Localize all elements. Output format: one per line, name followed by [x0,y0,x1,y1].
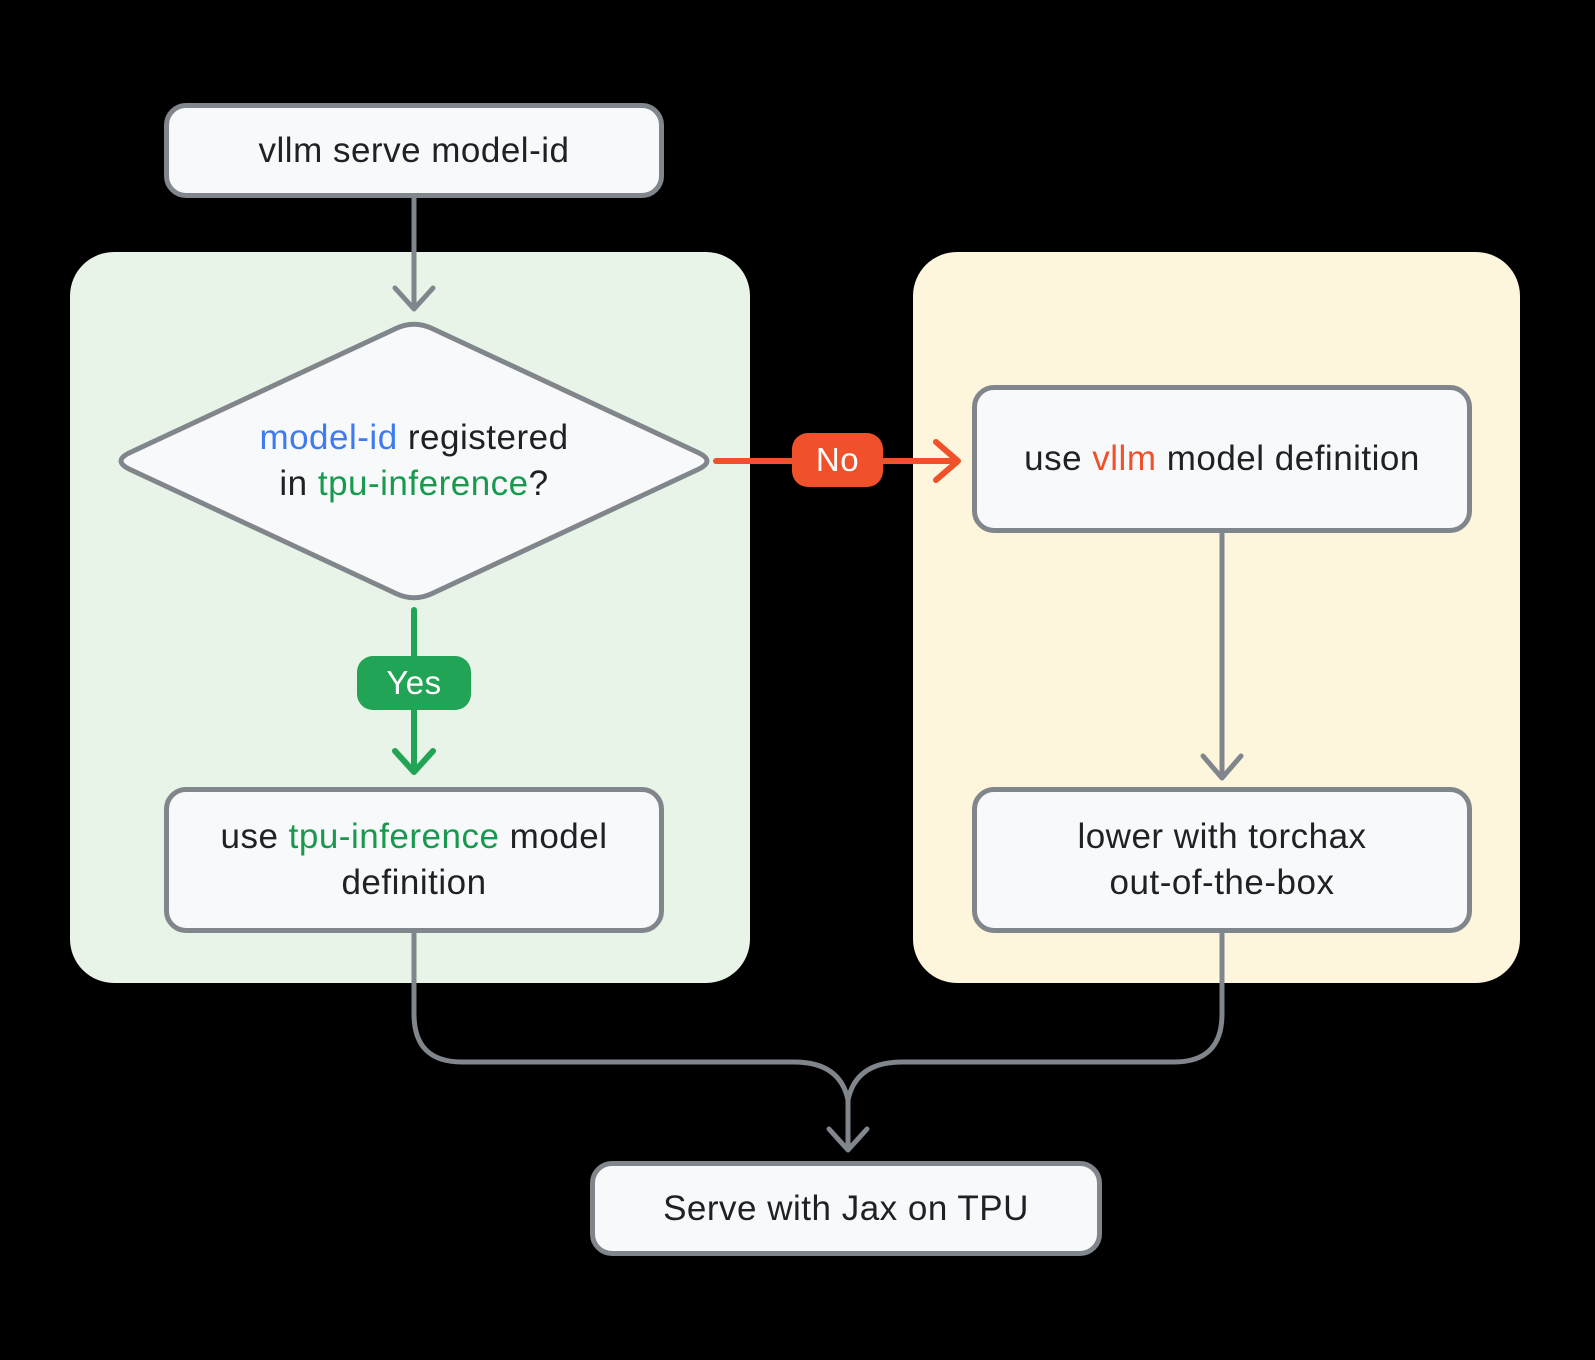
tpu-inference-result-node: use tpu-inference model definition [164,787,664,933]
arrowhead-start-to-decision-icon [392,285,436,312]
model-id-code-text: model-id [259,418,398,457]
torchax-lowering-line2: out-of-the-box [1109,863,1335,902]
start-node: vllm serve model-id [164,103,664,198]
in-text: in [279,464,318,503]
vllm-definition-node: use vllm model definition [972,385,1472,533]
model-text: model [499,817,608,856]
model-definition-text: model definition [1156,439,1420,478]
arrowhead-merge-icon [826,1126,870,1153]
no-badge: No [792,433,883,487]
tpu-inference-result-line2: definition [341,863,487,902]
vllm-definition-label: use vllm model definition [1024,436,1420,482]
serve-node: Serve with Jax on TPU [590,1161,1102,1256]
arrowhead-no-branch-icon [933,439,961,483]
arrowhead-vllm-to-torchax-icon [1200,753,1244,781]
merge-connector-right [845,930,1225,1103]
yes-badge: Yes [357,656,471,710]
decision-label-line1: model-id registered [164,415,664,461]
decision-label-line2: in tpu-inference? [164,461,664,507]
start-node-label: vllm serve model-id [258,130,570,170]
use-text: use [1024,439,1093,478]
no-badge-label: No [815,441,860,478]
vllm-code-text: vllm [1092,439,1157,478]
registered-text: registered [397,418,569,457]
decision-label: model-id registered in tpu-inference? [164,415,664,507]
use-text: use [220,817,289,856]
serve-node-label: Serve with Jax on TPU [663,1188,1029,1228]
torchax-lowering-node: lower with torchax out-of-the-box [972,787,1472,933]
arrowhead-yes-branch-icon [392,748,436,775]
decision-diamond-shape [118,321,710,601]
torchax-lowering-line1: lower with torchax [1077,817,1367,856]
merge-connector-left [411,930,851,1149]
tpu-inference-result-line1: use tpu-inference model [220,814,607,860]
tpu-inference-code-text: tpu-inference [288,817,500,856]
yes-badge-label: Yes [386,664,442,701]
question-mark-text: ? [528,464,549,503]
tpu-inference-code-text: tpu-inference [317,464,529,503]
